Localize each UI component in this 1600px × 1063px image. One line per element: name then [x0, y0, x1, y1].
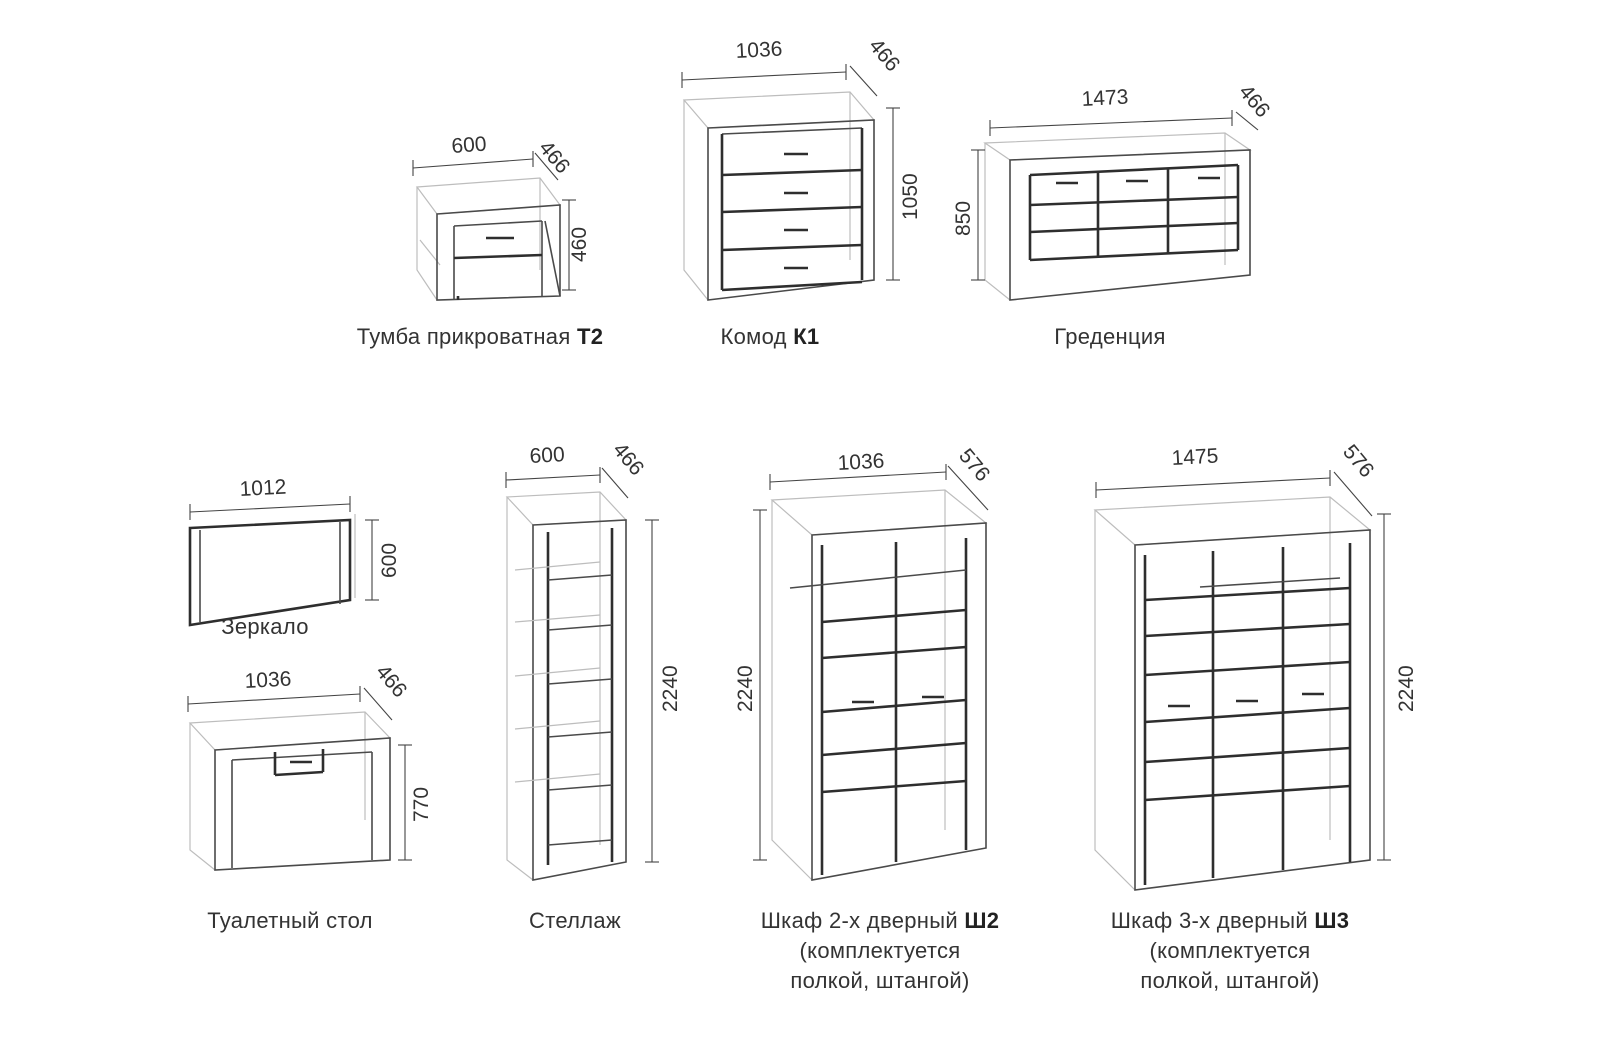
- nightstand-t2-drawing: [415, 177, 562, 301]
- caption-wardrobe-2door: Шкаф 2-х дверный Ш2 (комплектуется полко…: [740, 906, 1020, 996]
- k1-height: 1050: [899, 173, 922, 220]
- chest-k1-dimensions: [681, 64, 900, 281]
- caption-nightstand: Тумба прикроватная Т2: [330, 322, 630, 352]
- k1-depth: 466: [864, 34, 904, 76]
- caption-sideboard-name: Греденция: [1054, 324, 1166, 349]
- dressing-table-drawing: [188, 711, 392, 871]
- caption-wardrobe-2door-note2: полкой, штангой): [790, 968, 970, 993]
- mirror-width: 1012: [239, 476, 287, 501]
- t2-depth: 466: [534, 136, 574, 178]
- caption-wardrobe-3door-name: Шкаф 3-х дверный: [1110, 908, 1315, 933]
- dressing-table-dimensions: [187, 686, 412, 861]
- sideboard-width: 1473: [1081, 86, 1129, 111]
- caption-nightstand-name: Тумба прикроватная: [356, 324, 577, 349]
- caption-sideboard: Греденция: [1040, 322, 1180, 352]
- shelving-rack-dimensions: [505, 467, 659, 863]
- k1-width: 1036: [735, 38, 783, 63]
- caption-wardrobe-2door-code: Ш2: [964, 908, 1000, 933]
- caption-dressing-table-name: Туалетный стол: [207, 908, 373, 933]
- table-depth: 466: [371, 660, 411, 702]
- wardrobe-2door-width: 1036: [837, 450, 885, 475]
- caption-nightstand-code: Т2: [576, 324, 604, 349]
- shelving-rack-drawing: [505, 491, 628, 881]
- sideboard-height: 850: [952, 201, 975, 236]
- caption-wardrobe-3door-note1: (комплектуется: [1149, 938, 1311, 963]
- caption-wardrobe-2door-note1: (комплектуется: [799, 938, 961, 963]
- table-width: 1036: [244, 668, 292, 693]
- caption-rack-name: Стеллаж: [529, 908, 621, 933]
- caption-mirror-name: Зеркало: [221, 614, 309, 639]
- rack-width: 600: [529, 443, 565, 468]
- wardrobe-2door-drawing: [770, 489, 988, 881]
- sideboard-drawing: [983, 132, 1252, 301]
- caption-wardrobe-2door-name: Шкаф 2-х дверный: [760, 908, 965, 933]
- nightstand-t2-dimensions: [412, 151, 576, 291]
- wardrobe-2door-dimensions: [753, 464, 989, 861]
- sideboard-dimensions: [971, 110, 1259, 281]
- chest-k1-drawing: [682, 91, 876, 301]
- mirror-drawing: [188, 514, 356, 627]
- caption-wardrobe-3door-note2: полкой, штангой): [1140, 968, 1320, 993]
- wardrobe-3door-width: 1475: [1171, 445, 1219, 470]
- mirror-dimensions: [189, 496, 379, 601]
- wardrobe-2door-height: 2240: [734, 665, 757, 712]
- caption-rack: Стеллаж: [515, 906, 635, 936]
- t2-width: 600: [451, 133, 488, 158]
- wardrobe-3door-dimensions: [1095, 470, 1391, 861]
- caption-wardrobe-3door: Шкаф 3-х дверный Ш3 (комплектуется полко…: [1090, 906, 1370, 996]
- wardrobe-3door-height: 2240: [1395, 665, 1418, 712]
- wardrobe-3door-depth: 576: [1338, 440, 1378, 482]
- caption-mirror: Зеркало: [205, 612, 325, 642]
- table-height: 770: [410, 787, 433, 822]
- caption-wardrobe-3door-code: Ш3: [1314, 908, 1350, 933]
- caption-chest-name: Комод: [720, 324, 794, 349]
- t2-height: 460: [568, 227, 591, 262]
- rack-depth: 466: [608, 438, 648, 480]
- wardrobe-3door-drawing: [1093, 496, 1372, 891]
- caption-chest-code: К1: [793, 324, 820, 349]
- rack-height: 2240: [659, 665, 682, 712]
- caption-chest: Комод К1: [700, 322, 840, 352]
- caption-dressing-table: Туалетный стол: [190, 906, 390, 936]
- mirror-height: 600: [378, 543, 401, 578]
